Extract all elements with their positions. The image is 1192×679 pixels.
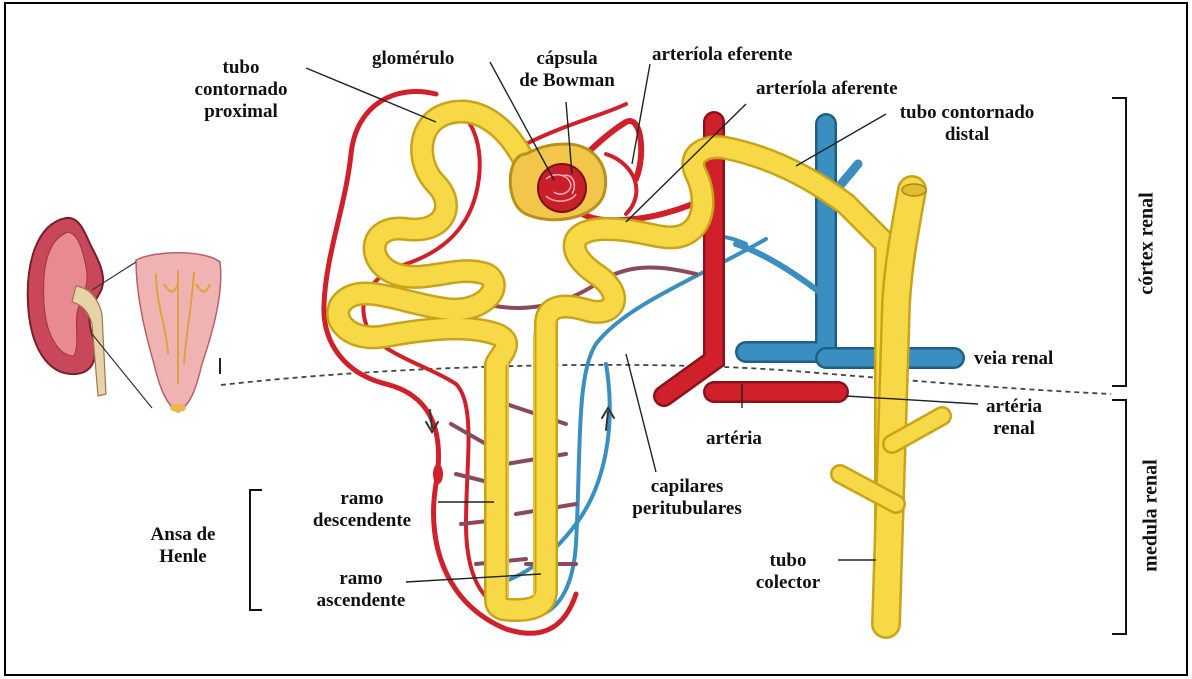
vein-loop-branch [736, 244, 822, 294]
papilla-tip [170, 404, 186, 412]
henle-bracket [250, 490, 262, 610]
label-glomerulo: glomérulo [372, 48, 454, 70]
flow-arrow-down [430, 410, 432, 428]
label-tubo-proximal: tubo contornado proximal [166, 57, 316, 123]
label-tubo-colector: tubo colector [728, 550, 848, 594]
label-arteriola-aferente: arteríola aferente [756, 78, 898, 100]
cortex-bracket [1112, 98, 1126, 386]
label-capsula-bowman: cápsula de Bowman [504, 48, 630, 92]
label-cortex-renal: córtex renal [1136, 189, 1159, 299]
label-ansa-de-henle: Ansa de Henle [128, 524, 238, 568]
label-veia-renal: veia renal [974, 348, 1053, 370]
label-ramo-ascendente: ramo ascendente [286, 568, 436, 612]
label-arteria: artéria [706, 428, 762, 450]
vessel-bulb [433, 464, 443, 484]
label-arteriola-eferente: arteríola eferente [652, 44, 792, 66]
renal-corpuscle [510, 144, 605, 220]
glomerulus [538, 164, 586, 212]
label-medula-renal: medula renal [1140, 457, 1163, 575]
collecting-duct-fill [886, 190, 912, 624]
duct-opening [902, 184, 926, 196]
label-tubo-distal: tubo contornado distal [872, 102, 1062, 146]
kidney-inset [28, 218, 221, 412]
medula-bracket [1112, 400, 1126, 634]
diagram-frame: tubo contornado proximal glomérulo cápsu… [4, 2, 1188, 676]
label-arteria-renal: artéria renal [968, 396, 1060, 440]
label-ramo-descendente: ramo descendente [282, 488, 442, 532]
label-capilares-peritubulares: capilares peritubulares [592, 476, 782, 520]
